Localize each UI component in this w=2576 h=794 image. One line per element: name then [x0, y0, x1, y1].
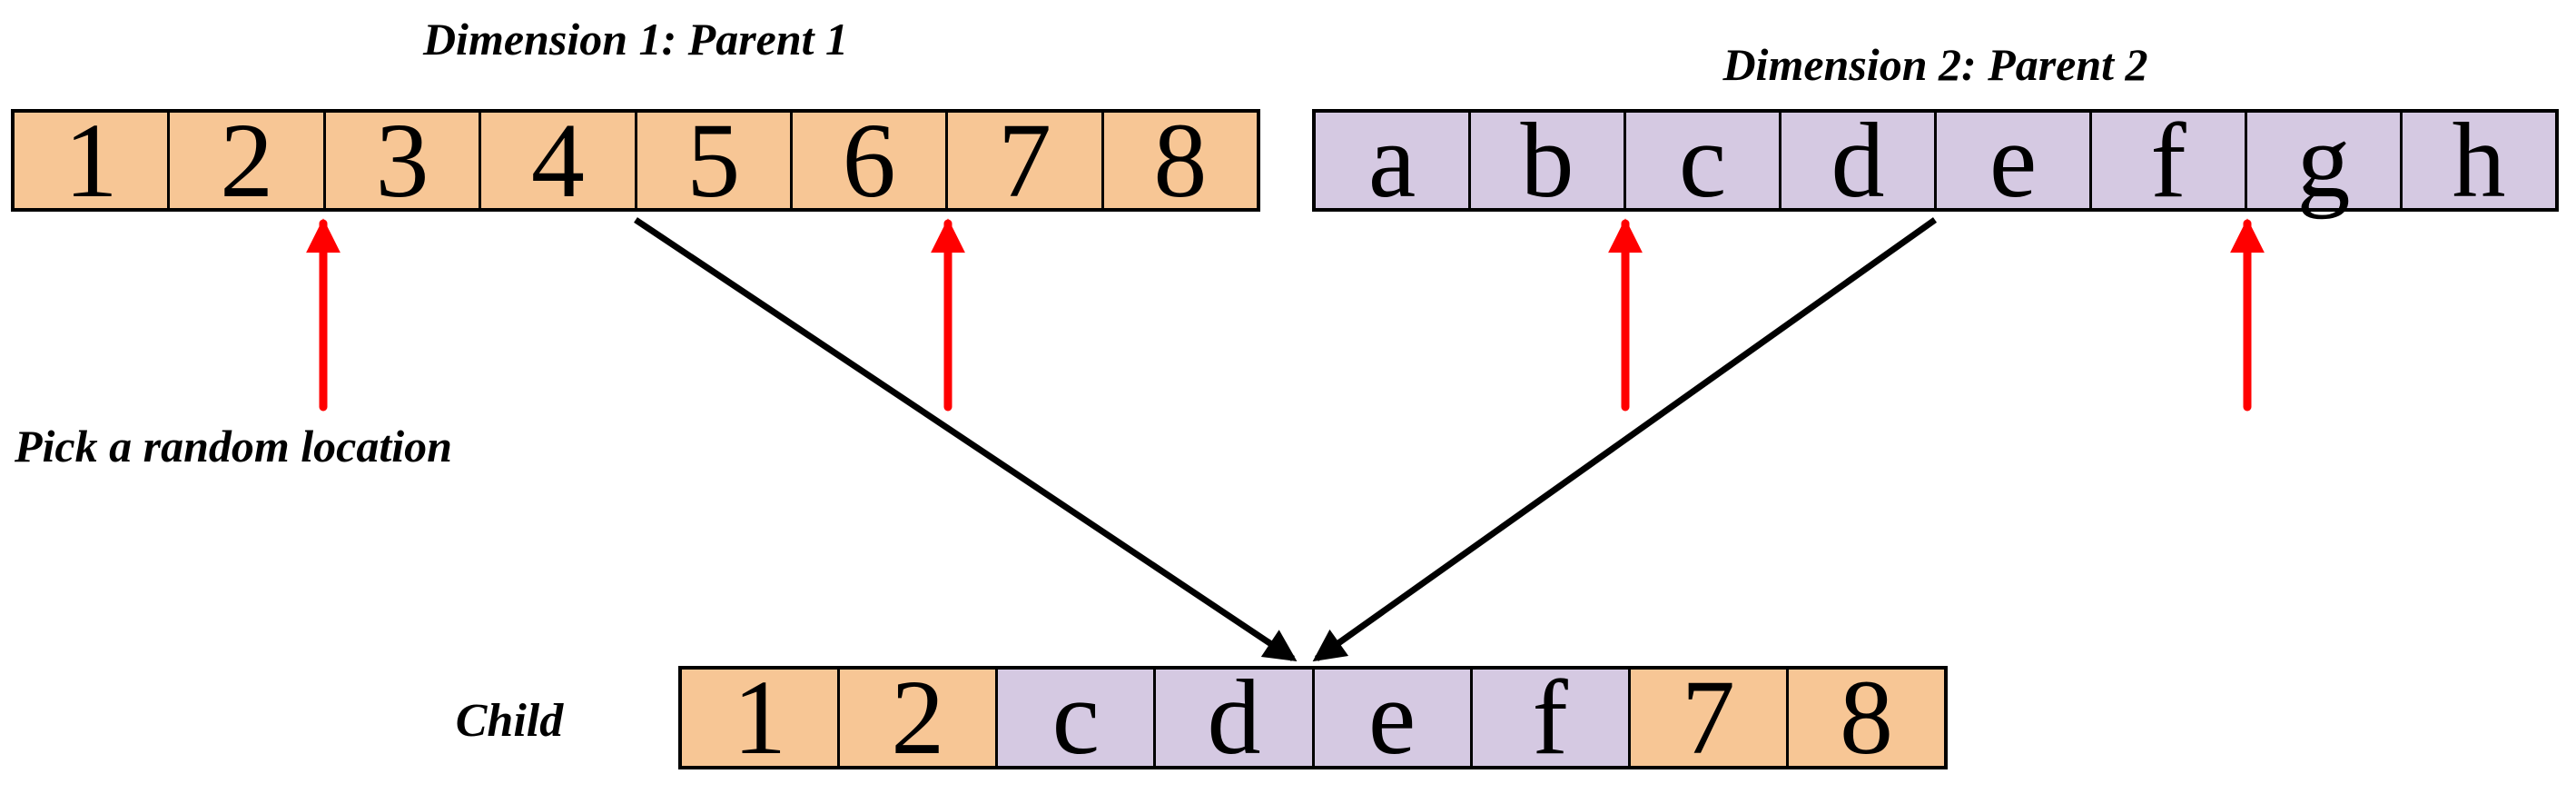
parent1-row: 1 2 3 4 5 6 7 8	[11, 107, 1260, 214]
parent2-cell: a	[1316, 107, 1468, 214]
parent1-cell: 3	[322, 107, 479, 214]
child-cell: f	[1469, 664, 1628, 771]
parent1-cell: 7	[945, 107, 1101, 214]
parent2-cell: g	[2245, 107, 2400, 214]
parent2-cell: f	[2089, 107, 2245, 214]
child-cell: 7	[1627, 664, 1786, 771]
parent2-cell: e	[1934, 107, 2089, 214]
parent1-cell: 2	[167, 107, 323, 214]
parent2-row: a b c d e f g h	[1312, 107, 2559, 214]
parent2-cell: c	[1624, 107, 1779, 214]
child-cell: 2	[837, 664, 996, 771]
parent2-cell: b	[1468, 107, 1624, 214]
child-cell: c	[995, 664, 1154, 771]
pick-random-location-label: Pick a random location	[15, 421, 452, 471]
crossover-line-from-parent2	[1312, 217, 1938, 662]
parent2-title: Dimension 2: Parent 2	[1722, 39, 2148, 90]
parent1-cell: 5	[634, 107, 790, 214]
parent1-cell: 1	[15, 107, 168, 214]
parent2-cell: d	[1779, 107, 1934, 214]
child-cell: 1	[682, 664, 838, 771]
parent2-cell: h	[2400, 107, 2555, 214]
parent1-cell: 6	[789, 107, 946, 214]
child-cell: 8	[1785, 664, 1944, 771]
child-cell: d	[1153, 664, 1312, 771]
crossover-line-from-parent1	[634, 217, 1298, 661]
parent1-cell: 8	[1100, 107, 1257, 214]
parent1-cell: 4	[479, 107, 635, 214]
child-row: 1 2 c d e f 7 8	[678, 664, 1948, 771]
parent1-title: Dimension 1: Parent 1	[422, 14, 849, 65]
child-label: Child	[455, 695, 564, 747]
child-cell: e	[1311, 664, 1470, 771]
